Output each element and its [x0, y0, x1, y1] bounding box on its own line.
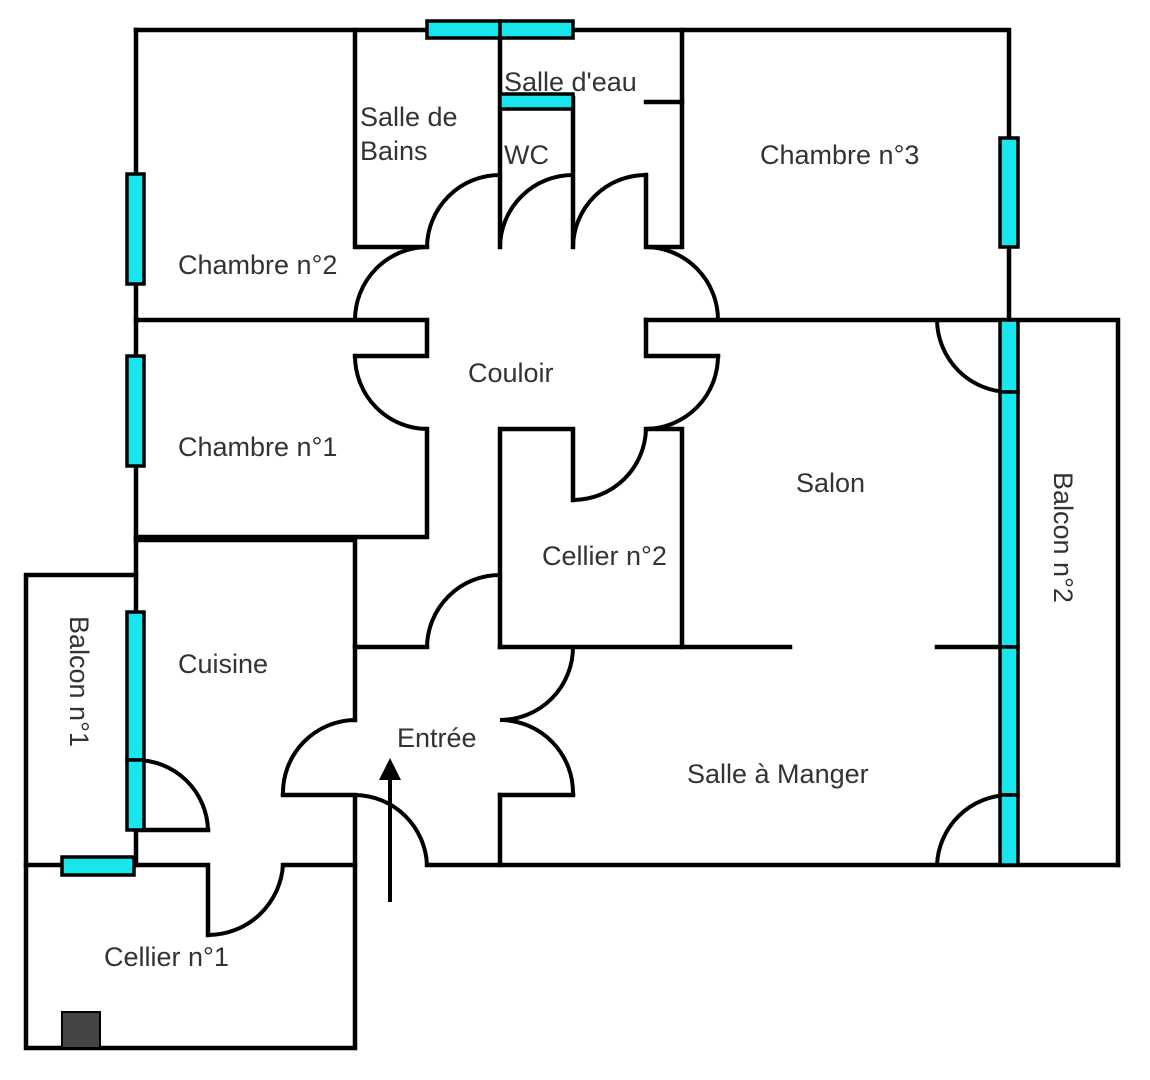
- label-balcon-2: Balcon n°2: [1048, 472, 1078, 603]
- label-cellier-1: Cellier n°1: [104, 942, 229, 972]
- door-arcs: [135, 173, 1010, 938]
- label-chambre-3: Chambre n°3: [760, 140, 919, 170]
- label-salle-a-manger: Salle à Manger: [687, 759, 869, 789]
- label-salle-de-bains-2: Bains: [360, 136, 428, 166]
- label-salon: Salon: [796, 468, 865, 498]
- label-cellier-2: Cellier n°2: [542, 541, 667, 571]
- label-chambre-1: Chambre n°1: [178, 432, 337, 462]
- label-couloir: Couloir: [468, 358, 554, 388]
- label-cuisine: Cuisine: [178, 649, 268, 679]
- label-salle-d-eau: Salle d'eau: [504, 67, 637, 97]
- windows: [60, 19, 1020, 877]
- chimney: [61, 1011, 101, 1049]
- label-chambre-2: Chambre n°2: [178, 250, 337, 280]
- label-salle-de-bains-1: Salle de: [360, 102, 458, 132]
- label-entree: Entrée: [397, 723, 477, 753]
- label-balcon-1: Balcon n°1: [64, 616, 94, 747]
- walls: [23, 27, 1121, 1051]
- arrow-up-icon: [379, 758, 401, 902]
- label-wc: WC: [504, 140, 549, 170]
